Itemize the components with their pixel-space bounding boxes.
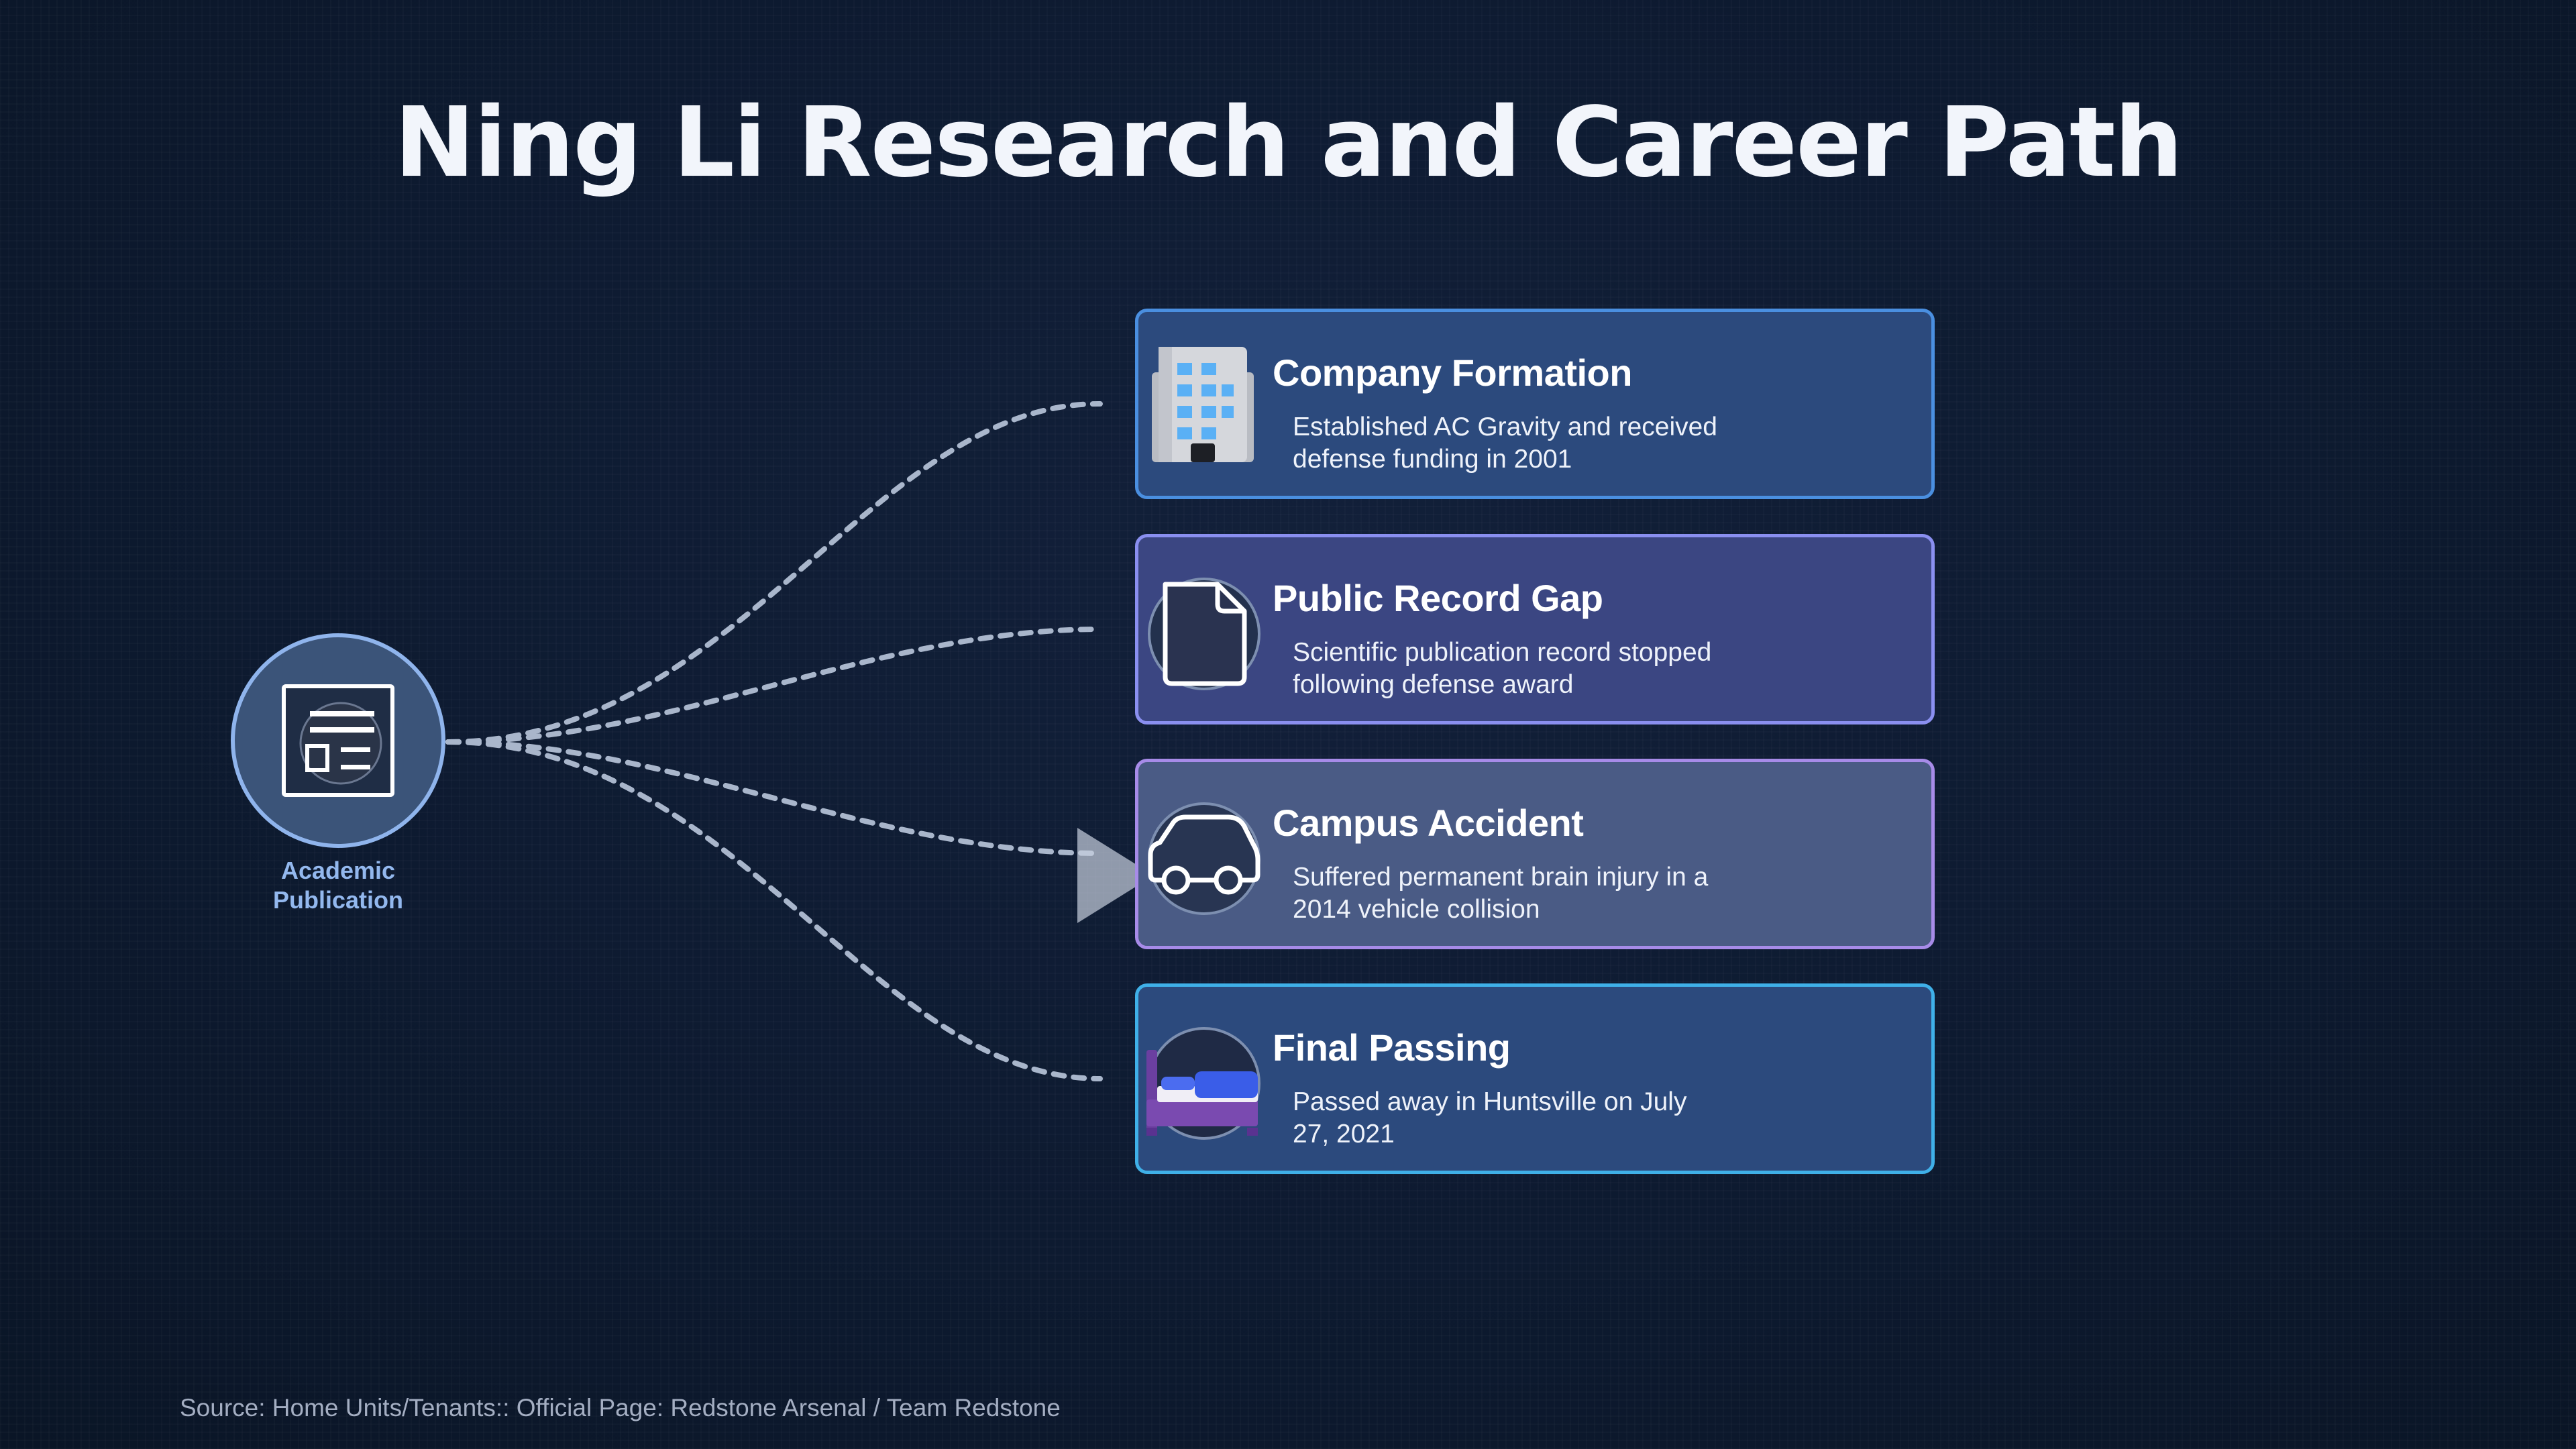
page-title: Ning Li Research and Career Path <box>394 86 2183 199</box>
card-title: Public Record Gap <box>1273 577 1603 619</box>
office-building-icon <box>1142 345 1263 466</box>
newspaper-icon <box>282 684 394 797</box>
card-title: Campus Accident <box>1273 802 1584 844</box>
card-description-line1: Scientific publication record stopped <box>1293 638 1712 667</box>
hub-label-line1: Academic <box>280 857 396 884</box>
card-title: Final Passing <box>1273 1026 1511 1069</box>
event-card-public-record-gap: Public Record Gap Scientific publication… <box>1135 534 1935 724</box>
hub-label-line2: Publication <box>272 886 403 914</box>
card-description-line2: defense funding in 2001 <box>1293 445 1572 474</box>
car-icon <box>1142 796 1263 916</box>
card-description-line2: following defense award <box>1293 670 1574 699</box>
academic-publication-node <box>231 633 445 848</box>
hub-label: Academic Publication <box>231 856 445 915</box>
card-description-line1: Suffered permanent brain injury in a <box>1293 863 1709 892</box>
card-description-line2: 27, 2021 <box>1293 1120 1395 1148</box>
event-card-campus-accident: Campus Accident Suffered permanent brain… <box>1135 759 1935 949</box>
document-icon <box>1142 571 1263 692</box>
bed-icon <box>1142 1020 1263 1141</box>
card-description-line2: 2014 vehicle collision <box>1293 895 1540 924</box>
card-description: Passed away in Huntsville on July 27, 20… <box>1293 1086 1762 1150</box>
connector-final-passing <box>445 739 1103 1081</box>
card-description: Scientific publication record stopped fo… <box>1293 637 1762 701</box>
card-title: Company Formation <box>1273 352 1632 394</box>
card-description-line1: Passed away in Huntsville on July <box>1293 1087 1687 1116</box>
arrowhead-icon <box>1077 828 1154 923</box>
event-card-company-formation: Company Formation Established AC Gravity… <box>1135 309 1935 499</box>
source-caption: Source: Home Units/Tenants:: Official Pa… <box>180 1394 1061 1421</box>
card-description: Established AC Gravity and received defe… <box>1293 411 1762 476</box>
event-card-final-passing: Final Passing Passed away in Huntsville … <box>1135 983 1935 1174</box>
card-description: Suffered permanent brain injury in a 201… <box>1293 861 1762 926</box>
card-description-line1: Established AC Gravity and received <box>1293 413 1717 441</box>
connector-company-formation <box>445 400 1103 745</box>
connector-public-record-gap <box>445 627 1103 745</box>
connector-campus-accident <box>445 739 1103 856</box>
